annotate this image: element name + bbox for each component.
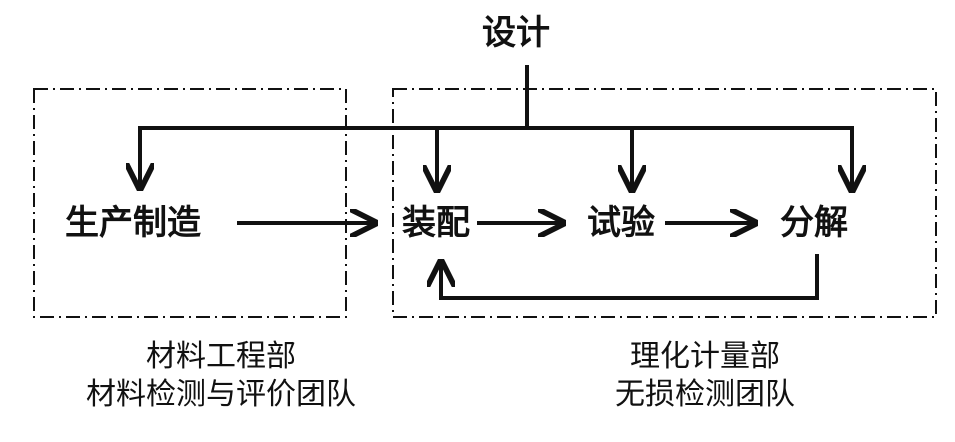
left-department: 材料工程部 <box>146 339 296 374</box>
node-assembly: 装配 <box>402 203 470 243</box>
right-group-box <box>392 88 937 318</box>
node-production: 生产制造 <box>65 203 201 243</box>
node-design: 设计 <box>482 13 550 53</box>
node-test: 试验 <box>587 203 655 243</box>
left-team: 材料检测与评价团队 <box>86 377 356 412</box>
node-disassembly: 分解 <box>780 203 848 243</box>
right-group-label: 理化计量部 无损检测团队 <box>510 338 900 414</box>
left-group-box <box>33 88 347 318</box>
left-group-label: 材料工程部 材料检测与评价团队 <box>20 338 422 414</box>
arrow-disassembly-to-assembly <box>441 254 819 300</box>
right-department: 理化计量部 <box>630 339 780 374</box>
right-team: 无损检测团队 <box>615 377 795 412</box>
